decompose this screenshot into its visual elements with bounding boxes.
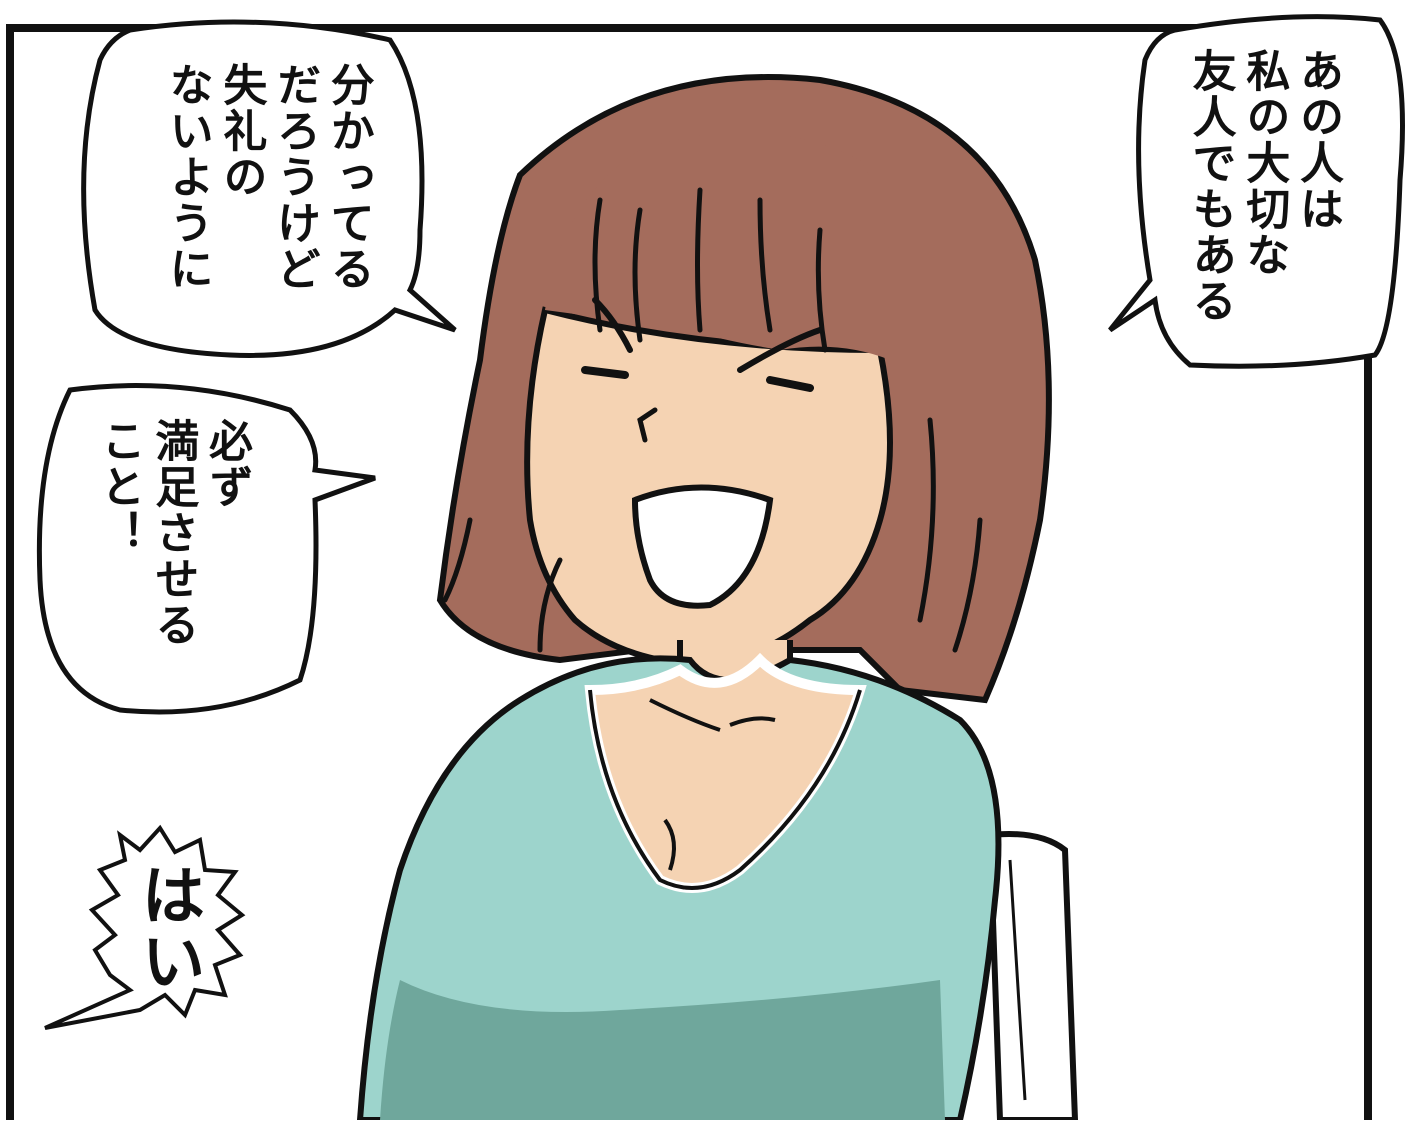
bubble-right-line: 私の大切な [1238, 48, 1290, 278]
bubble-left-line: だろうけど [269, 62, 321, 292]
bubble-left-text: 分かってるだろうけど失礼のないように [160, 62, 375, 292]
bubble-exclamation [44, 824, 246, 1030]
shirt-shadow [380, 980, 945, 1120]
hair-bangs [545, 132, 892, 360]
chair [986, 831, 1079, 1123]
bubble-right-line: あの人は [1292, 48, 1344, 232]
bubble-middle-line: こと！ [93, 418, 145, 556]
bubble-middle-line: 必ず [201, 418, 253, 510]
bubble-left-line: ないように [161, 62, 213, 292]
bubble-left-line: 失礼の [215, 62, 267, 200]
nose [637, 407, 658, 443]
bubble-middle-text: 必ず満足させること！ [92, 418, 253, 648]
bubble-middle-line: 満足させる [147, 418, 199, 648]
eyes [581, 297, 823, 392]
bubble-right-line: 友人でもある [1184, 48, 1236, 324]
mouth [631, 484, 774, 609]
bubble-middle [36, 383, 376, 715]
exclamation-text: はい [130, 862, 205, 994]
bubble-left [81, 19, 457, 358]
bubble-left-line: 分かってる [322, 62, 374, 292]
bubble-right [1108, 14, 1405, 369]
bubble-right-text: あの人は私の大切な友人でもある [1183, 48, 1344, 324]
hair-strands [442, 187, 983, 653]
